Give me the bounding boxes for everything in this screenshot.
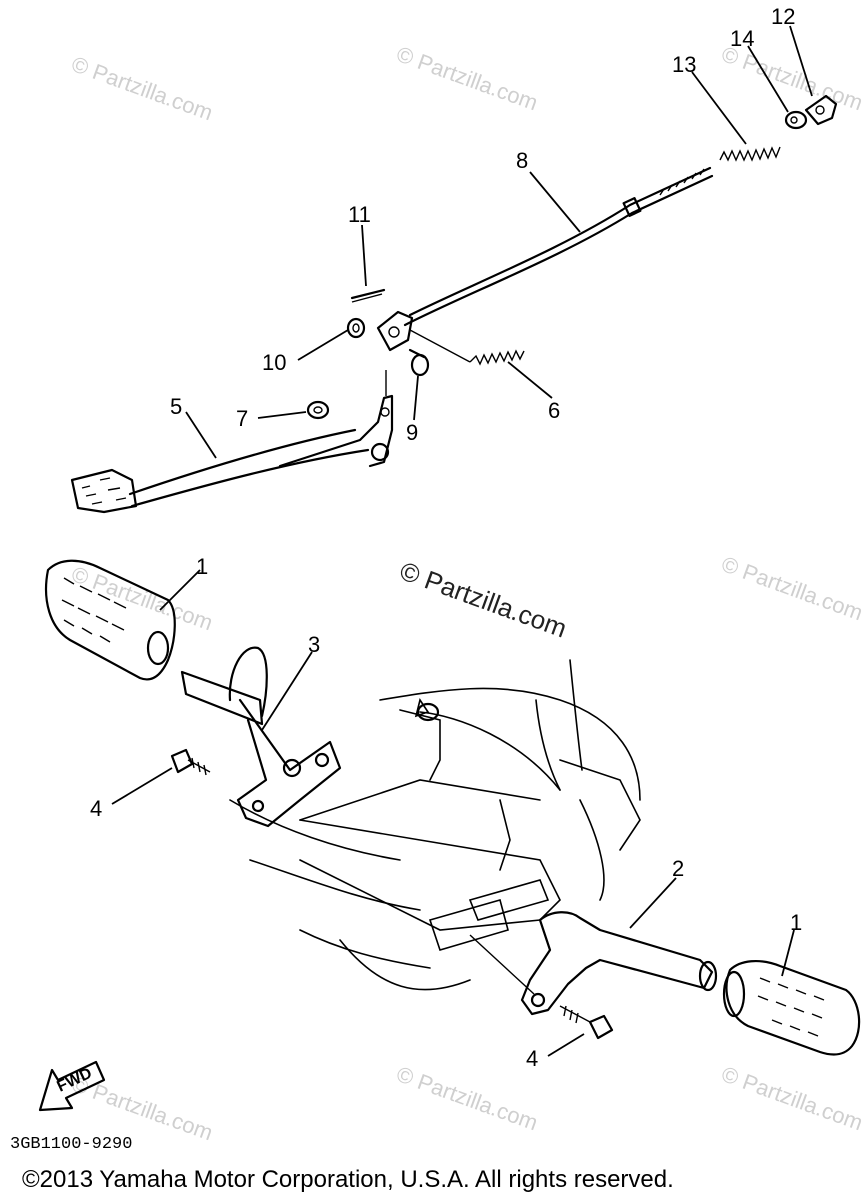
watermark: © Partzilla.com [68, 51, 216, 125]
part-10-washer [346, 317, 366, 339]
leader-lines [111, 25, 813, 1057]
frame-outline [229, 659, 641, 991]
part-8-rod [403, 166, 714, 327]
callout-numbers: 12 14 13 8 11 10 7 5 9 6 1 3 4 2 1 4 [90, 4, 802, 1071]
part-6-spring [409, 329, 525, 366]
part-1-footrest-left [44, 559, 176, 681]
callout-1-upper: 1 [196, 554, 208, 579]
watermark: © Partzilla.com [393, 1061, 541, 1135]
callout-13: 13 [672, 52, 696, 77]
part-5-brake-pedal [70, 370, 394, 514]
part-14-pin [784, 110, 808, 130]
watermark: © Partzilla.com [718, 551, 866, 625]
part-3-bracket [180, 646, 342, 828]
callout-1-lower: 1 [790, 910, 802, 935]
callout-5: 5 [170, 394, 182, 419]
watermark-layer: © Partzilla.com © Partzilla.com © Partzi… [68, 41, 866, 1145]
callout-8: 8 [516, 148, 528, 173]
callout-3: 3 [308, 632, 320, 657]
watermark: © Partzilla.com [718, 1061, 866, 1135]
diagram-code: 3GB1100-9290 [10, 1135, 132, 1154]
part-2-bracket [469, 911, 718, 1016]
part-7-washer [306, 400, 330, 420]
callout-4-lower: 4 [526, 1046, 538, 1071]
watermark: © Partzilla.com [718, 41, 866, 115]
part-9-pin [408, 348, 430, 377]
callout-10: 10 [262, 350, 286, 375]
watermark: © Partzilla.com [393, 41, 541, 115]
callout-9: 9 [406, 420, 418, 445]
callout-7: 7 [236, 406, 248, 431]
part-4-bolt-lower [559, 1005, 614, 1040]
callout-11: 11 [348, 202, 371, 227]
watermark-center: © Partzilla.com [396, 555, 571, 643]
callout-4-upper: 4 [90, 796, 102, 821]
watermark: © Partzilla.com [68, 561, 216, 635]
part-13-spring [719, 146, 781, 162]
part-1-footrest-right [722, 960, 861, 1056]
part-4-bolt-upper [170, 748, 211, 776]
copyright-text: ©2013 Yamaha Motor Corporation, U.S.A. A… [22, 1166, 674, 1193]
part-11-cotter-pin [350, 288, 386, 303]
part-12-adjuster [804, 94, 838, 126]
callout-14: 14 [730, 26, 754, 51]
callout-2: 2 [672, 856, 684, 881]
callout-6: 6 [548, 398, 560, 423]
callout-12: 12 [771, 4, 795, 29]
part-8-clevis [376, 310, 414, 352]
